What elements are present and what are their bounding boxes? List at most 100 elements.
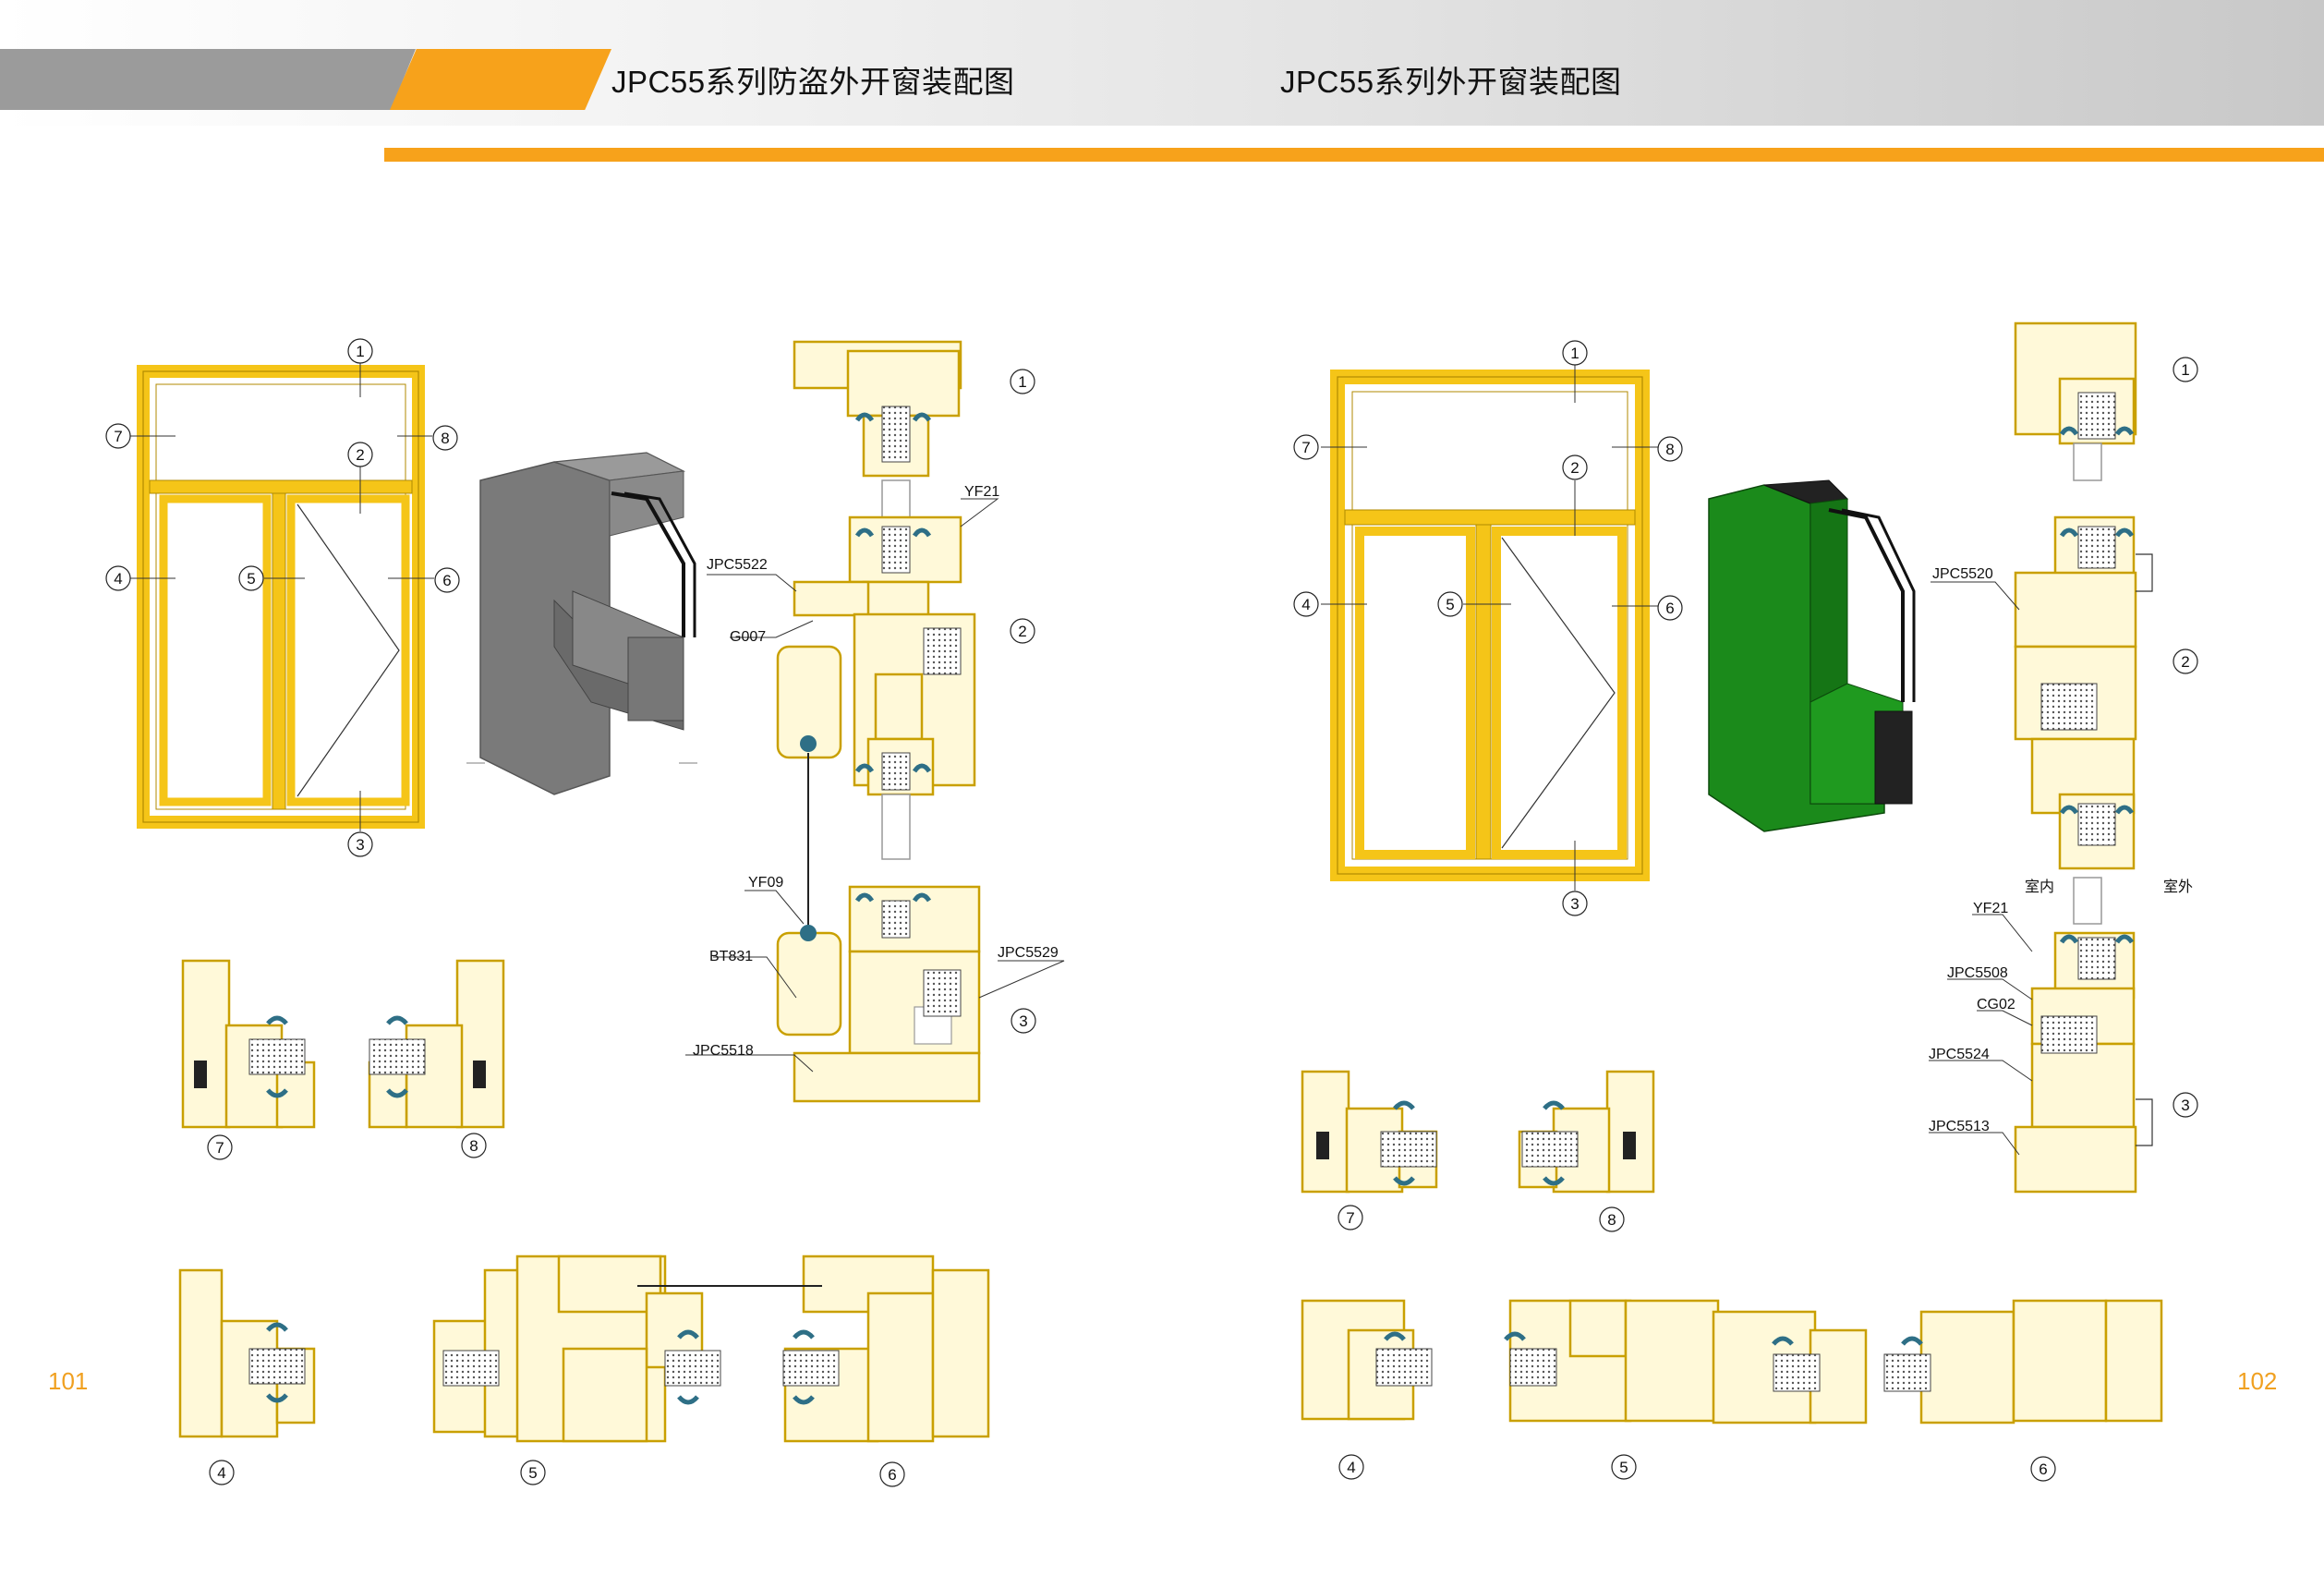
label-yf09: YF09 [748,875,783,891]
svg-text:4: 4 [1301,596,1310,613]
callout-1: 1 [1010,369,1035,394]
left-window-elevation [129,351,434,831]
label-cg02: CG02 [1977,997,2015,1012]
callout-6: 6 [434,567,460,593]
svg-text:2: 2 [1570,459,1579,477]
label-jpc5529: JPC5529 [998,945,1059,961]
green-profile-sample [1708,479,1916,832]
right-vertical-section-glass [2040,392,2153,1146]
left-page-title: JPC55系列防盗外开窗装配图 [611,65,1015,99]
callout-8: 8 [461,1133,487,1158]
svg-text:1: 1 [1018,373,1026,391]
label-yf21: YF21 [1973,901,2008,916]
callout-2: 2 [347,442,373,467]
callout-4: 4 [1338,1454,1364,1480]
callout-3: 3 [1011,1008,1036,1034]
right-section-7-8-glass [1316,1100,1636,1186]
callout-1: 1 [347,338,373,364]
right-page-number: 102 [2237,1367,2278,1395]
callout-4: 4 [1293,591,1319,617]
svg-text:1: 1 [356,343,364,360]
label-jpc5518: JPC5518 [693,1043,754,1059]
left-section-7-8-callouts: 7 8 [207,1133,487,1160]
label-outdoor: 室外 [2163,879,2193,895]
svg-text:3: 3 [1019,1012,1027,1030]
left-section-7-8-glass [194,1015,486,1098]
right-section-labels: JPC5520 YF21 JPC5508 CG02 JPC5524 JPC551… [1929,566,2193,1134]
callout-2: 2 [1562,455,1588,480]
svg-text:2: 2 [2181,653,2189,671]
svg-text:1: 1 [2181,361,2189,379]
svg-text:3: 3 [356,836,364,854]
left-section-labels: JPC5522 G007 YF21 YF09 BT831 JPC5529 JPC… [693,484,1059,1059]
svg-text:4: 4 [217,1464,225,1482]
callout-7: 7 [105,423,131,449]
callout-2: 2 [2173,649,2198,674]
right-section-4-5-6-callouts: 4 5 6 [1338,1454,2056,1482]
right-section-4-5-6-glass [1375,1331,1931,1392]
svg-text:5: 5 [528,1464,537,1482]
label-jpc5508: JPC5508 [1947,965,2008,981]
right-window-elevation [1321,353,1658,891]
svg-text:6: 6 [888,1466,896,1484]
label-jpc5520: JPC5520 [1932,566,1993,582]
callout-1: 1 [1562,340,1588,366]
callout-3: 3 [2173,1092,2198,1118]
callout-4: 4 [105,565,131,591]
right-elevation-callouts: 1 7 8 2 4 5 6 3 [1293,340,1683,916]
left-vertical-section-glass [800,406,962,1017]
right-section-7-8-callouts: 7 8 [1338,1205,1625,1232]
header-orange-rule [384,148,2324,162]
callout-6: 6 [1657,595,1683,621]
right-section-leaders [1929,581,2033,1156]
header-orange-bar [390,49,611,110]
left-section-callouts: 1 2 3 [1010,369,1036,1034]
svg-text:8: 8 [469,1137,478,1155]
svg-text:1: 1 [1570,345,1579,362]
svg-text:7: 7 [114,428,122,445]
right-vertical-section [2014,321,2137,1194]
left-page-number: 101 [48,1367,89,1395]
callout-3: 3 [1562,891,1588,916]
label-jpc5524: JPC5524 [1929,1047,1990,1062]
callout-2: 2 [1010,618,1035,644]
callout-5: 5 [520,1460,546,1485]
svg-text:5: 5 [1446,596,1454,613]
svg-text:2: 2 [356,446,364,464]
callout-8: 8 [432,425,458,451]
callout-7: 7 [207,1134,233,1160]
gray-profile-sample [466,452,697,795]
callout-8: 8 [1599,1206,1625,1232]
callout-6: 6 [2030,1456,2056,1482]
svg-text:6: 6 [1665,600,1674,617]
svg-text:5: 5 [1619,1459,1628,1476]
left-vertical-section [776,340,981,1103]
callout-7: 7 [1338,1205,1363,1230]
label-jpc5513: JPC5513 [1929,1119,1990,1134]
right-section-4-5-6 [1301,1299,2163,1424]
callout-5: 5 [238,565,264,591]
svg-text:6: 6 [442,572,451,589]
callout-8: 8 [1657,436,1683,462]
left-section-4-5-6-glass [248,1285,840,1405]
label-jpc5522: JPC5522 [707,557,768,573]
svg-text:8: 8 [1607,1211,1616,1229]
right-section-7-8 [1301,1070,1655,1194]
callout-5: 5 [1437,591,1463,617]
left-elevation-callouts: 1 7 8 2 4 5 6 3 [105,338,460,857]
svg-text:2: 2 [1018,623,1026,640]
svg-text:7: 7 [215,1139,224,1157]
svg-text:6: 6 [2039,1461,2047,1478]
label-bt831: BT831 [709,949,753,964]
callout-1: 1 [2173,357,2198,382]
svg-text:7: 7 [1346,1209,1354,1227]
svg-text:4: 4 [114,570,122,588]
left-section-7-8 [181,959,505,1129]
label-g007: G007 [730,629,766,645]
callout-4: 4 [209,1460,235,1485]
callout-3: 3 [347,831,373,857]
left-section-4-5-6-callouts: 4 5 6 [209,1460,905,1487]
svg-text:8: 8 [441,430,449,447]
svg-text:4: 4 [1347,1459,1355,1476]
